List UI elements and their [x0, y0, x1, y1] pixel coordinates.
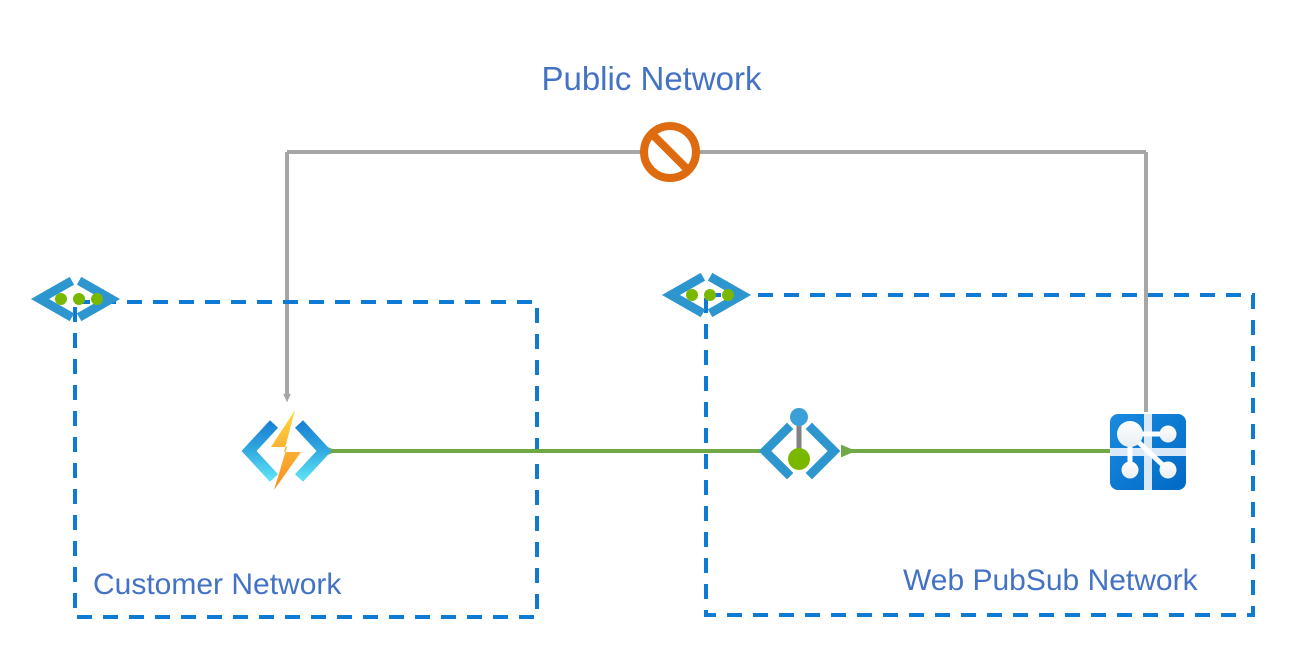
vnet-dot-icon — [722, 289, 734, 301]
pubsub-node-primary-icon — [1117, 421, 1143, 447]
endpoint-left-bracket-icon — [758, 422, 794, 480]
customer-network-label: Customer Network — [93, 568, 342, 601]
endpoint-right-bracket-icon — [805, 422, 841, 480]
webpubsub-network-label: Web PubSub Network — [903, 564, 1198, 597]
function-right-bracket-icon — [294, 420, 332, 482]
public-network-connections — [283, 150, 1148, 412]
zone-boundaries — [73, 293, 1255, 619]
vnet-dot-icon — [55, 293, 67, 305]
no-entry-slash-icon — [649, 131, 691, 173]
vnet-left-bracket-icon — [30, 276, 75, 322]
vnet-left-bracket-icon — [661, 272, 706, 318]
function-lightning-bolt-icon — [271, 410, 301, 490]
vnet-dot-icon — [704, 289, 716, 301]
pubsub-node-icon — [1159, 425, 1177, 443]
pubsub-node-icon — [1159, 461, 1177, 479]
virtual-network-icon-customer — [30, 276, 121, 322]
web-pubsub-service-icon[interactable] — [1110, 414, 1186, 490]
vnet-dot-icon — [73, 293, 85, 305]
vnet-dot-icon — [686, 289, 698, 301]
webpubsub-network-boundary — [704, 293, 1255, 617]
vnet-dot-icon — [91, 293, 103, 305]
public-network-label: Public Network — [541, 60, 762, 97]
function-left-bracket-icon — [241, 420, 279, 482]
no-entry-icon — [640, 122, 700, 182]
azure-function-icon[interactable] — [241, 410, 332, 490]
vnet-right-bracket-icon — [707, 272, 752, 318]
endpoint-green-node-icon — [788, 448, 810, 470]
endpoint-blue-node-icon — [790, 408, 808, 426]
private-endpoint-icon[interactable] — [758, 408, 841, 480]
pubsub-node-icon — [1121, 461, 1139, 479]
virtual-network-icon-webpubsub — [661, 272, 752, 318]
vnet-right-bracket-icon — [76, 276, 121, 322]
